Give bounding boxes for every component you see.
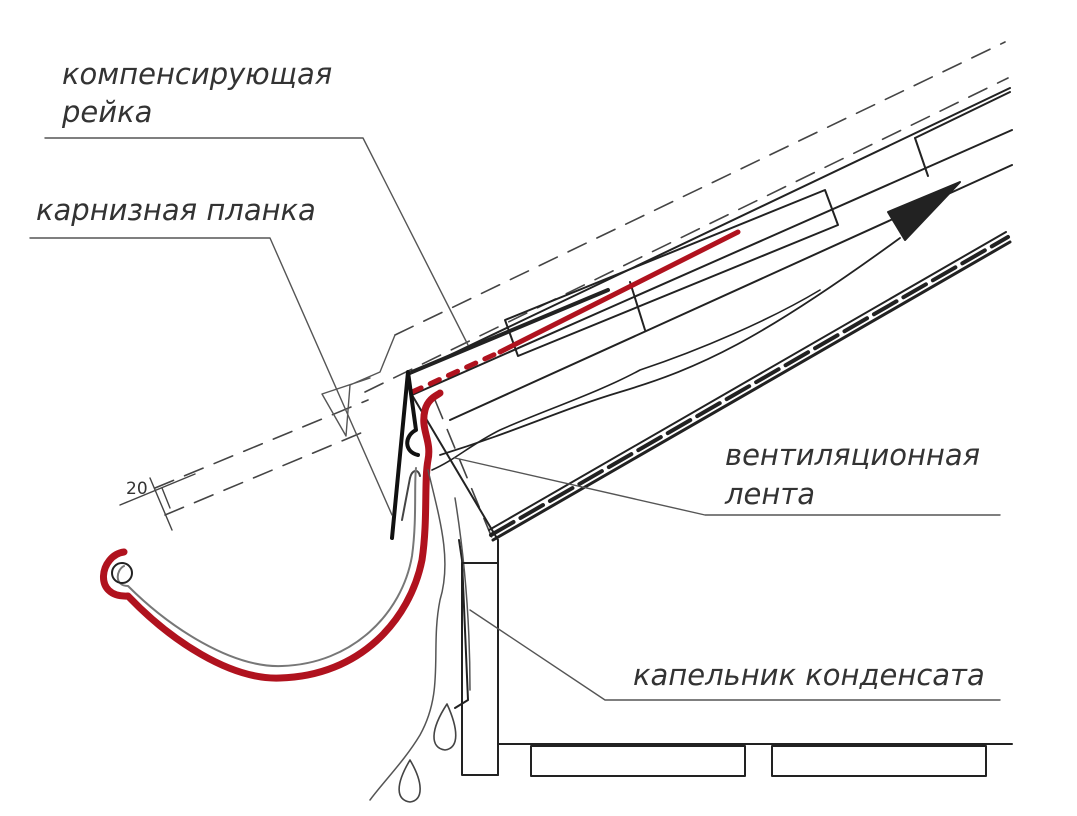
dimension-label: 20	[126, 479, 148, 499]
roof-tile-edge	[321, 334, 396, 437]
label-condensate-drip: капельник конденсата	[633, 658, 985, 692]
roof-covering-dashed-lines	[154, 41, 1009, 539]
airflow-arrow	[439, 237, 901, 456]
label-compensating-rail-line1: компенсирующая	[62, 57, 333, 91]
eaves-strip-hook	[401, 470, 421, 521]
leader-lines	[29, 137, 1001, 701]
label-eaves-strip: карнизная планка	[36, 193, 316, 227]
wall-fascia	[461, 539, 1013, 777]
label-ventilation-tape-line2: лента	[725, 477, 816, 511]
ventilation-tape	[431, 289, 821, 471]
gutter	[100, 389, 444, 682]
compensating-rail	[409, 229, 741, 395]
roof-membrane	[488, 231, 1012, 542]
dimension-20	[119, 473, 196, 531]
label-ventilation-tape-line1: вентиляционная	[725, 438, 981, 472]
water-drop-icons	[398, 703, 457, 803]
eaves-strip	[390, 370, 420, 540]
batten-blocks	[504, 91, 1011, 357]
label-compensating-rail-line2: рейка	[62, 95, 153, 129]
arrow-head-icon	[887, 181, 961, 241]
